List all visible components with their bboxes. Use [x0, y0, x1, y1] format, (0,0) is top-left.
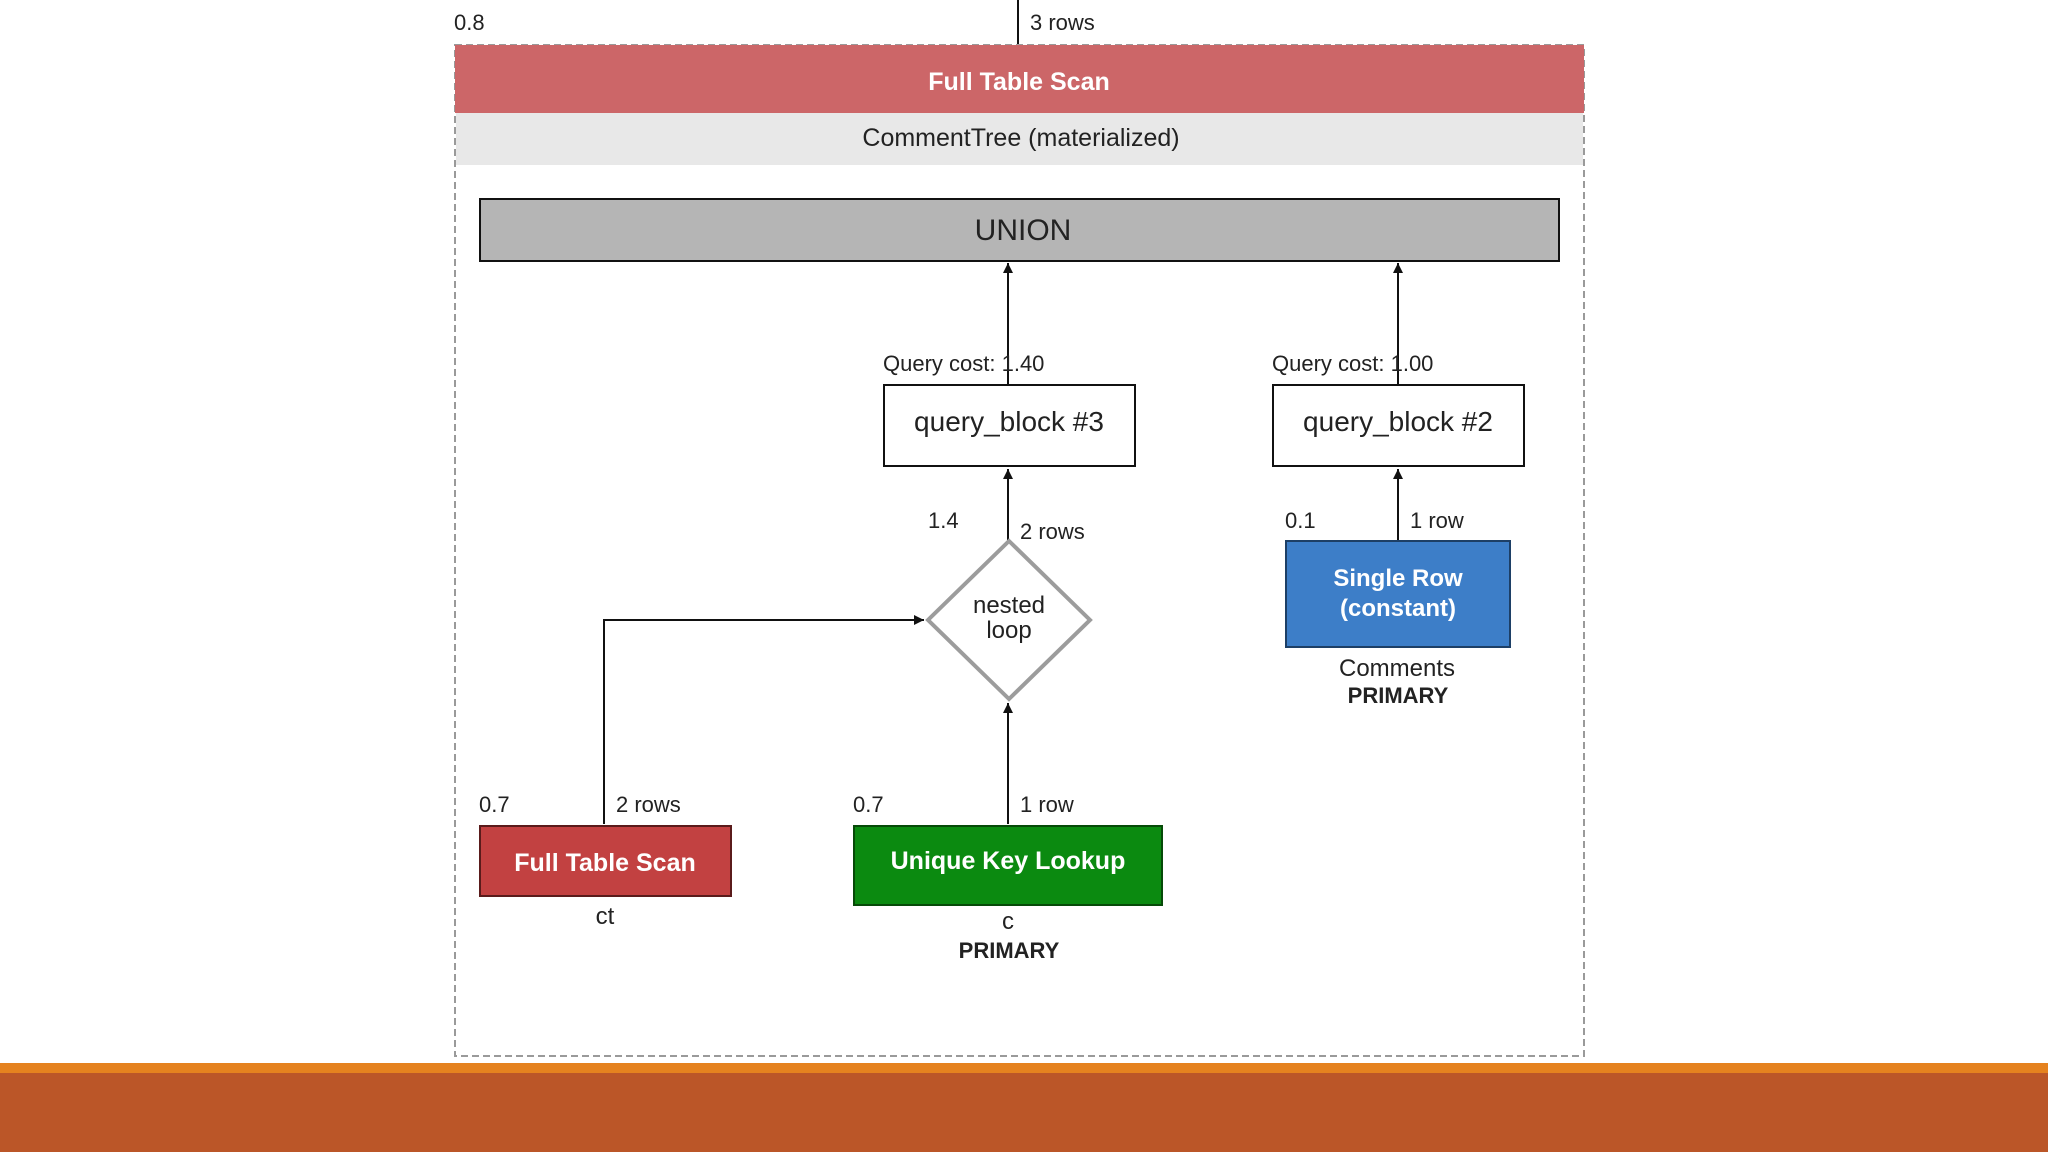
nested-loop-node — [925, 538, 1093, 702]
single-row-rows: 1 row — [1410, 508, 1464, 533]
query-block-3-node — [883, 384, 1136, 467]
materialized-table-label: CommentTree (materialized) — [862, 124, 1179, 152]
scan-ct-rows: 2 rows — [616, 792, 681, 817]
union-node — [479, 198, 1560, 262]
lookup-c-rows: 1 row — [1020, 792, 1074, 817]
materialized-table-band — [456, 113, 1583, 165]
qb2-cost-label: Query cost: 1.00 — [1272, 351, 1433, 376]
lookup-c-node — [853, 825, 1163, 906]
nested-loop-line2: loop — [986, 617, 1031, 644]
footer-accent-stripe — [0, 1063, 2048, 1073]
scan-ct-cost: 0.7 — [479, 792, 510, 817]
single-row-line1: Single Row — [1333, 565, 1463, 592]
query-block-3-label: query_block #3 — [914, 406, 1104, 437]
single-row-cost: 0.1 — [1285, 508, 1316, 533]
single-row-table: Comments — [1339, 655, 1455, 682]
qb3-cost-label: Query cost: 1.40 — [883, 351, 1044, 376]
single-row-line2: (constant) — [1340, 595, 1456, 622]
lookup-c-cost: 0.7 — [853, 792, 884, 817]
lookup-c-table: c — [1002, 908, 1014, 935]
nested-loop-cost: 1.4 — [928, 508, 959, 533]
query-block-2-label: query_block #2 — [1303, 406, 1493, 437]
nested-loop-line1: nested — [973, 592, 1045, 619]
materialized-header-label: Full Table Scan — [928, 68, 1110, 96]
lookup-c-label: Unique Key Lookup — [891, 847, 1126, 875]
single-row-key: PRIMARY — [1348, 683, 1449, 708]
nested-loop-rows: 2 rows — [1020, 519, 1085, 544]
footer-bar — [0, 1073, 2048, 1152]
materialized-header — [455, 45, 1584, 113]
scan-ct-to-nested-loop-arrow — [603, 615, 924, 824]
lookup-c-key: PRIMARY — [959, 938, 1060, 963]
union-label: UNION — [975, 214, 1072, 247]
single-row-node — [1285, 540, 1511, 648]
query-block-2-node — [1272, 384, 1525, 467]
top-cost-label: 0.8 — [454, 10, 485, 35]
scan-ct-label: Full Table Scan — [514, 849, 696, 877]
scan-ct-node — [479, 825, 732, 897]
scan-ct-table: ct — [596, 903, 615, 930]
top-rows-label: 3 rows — [1030, 10, 1095, 35]
